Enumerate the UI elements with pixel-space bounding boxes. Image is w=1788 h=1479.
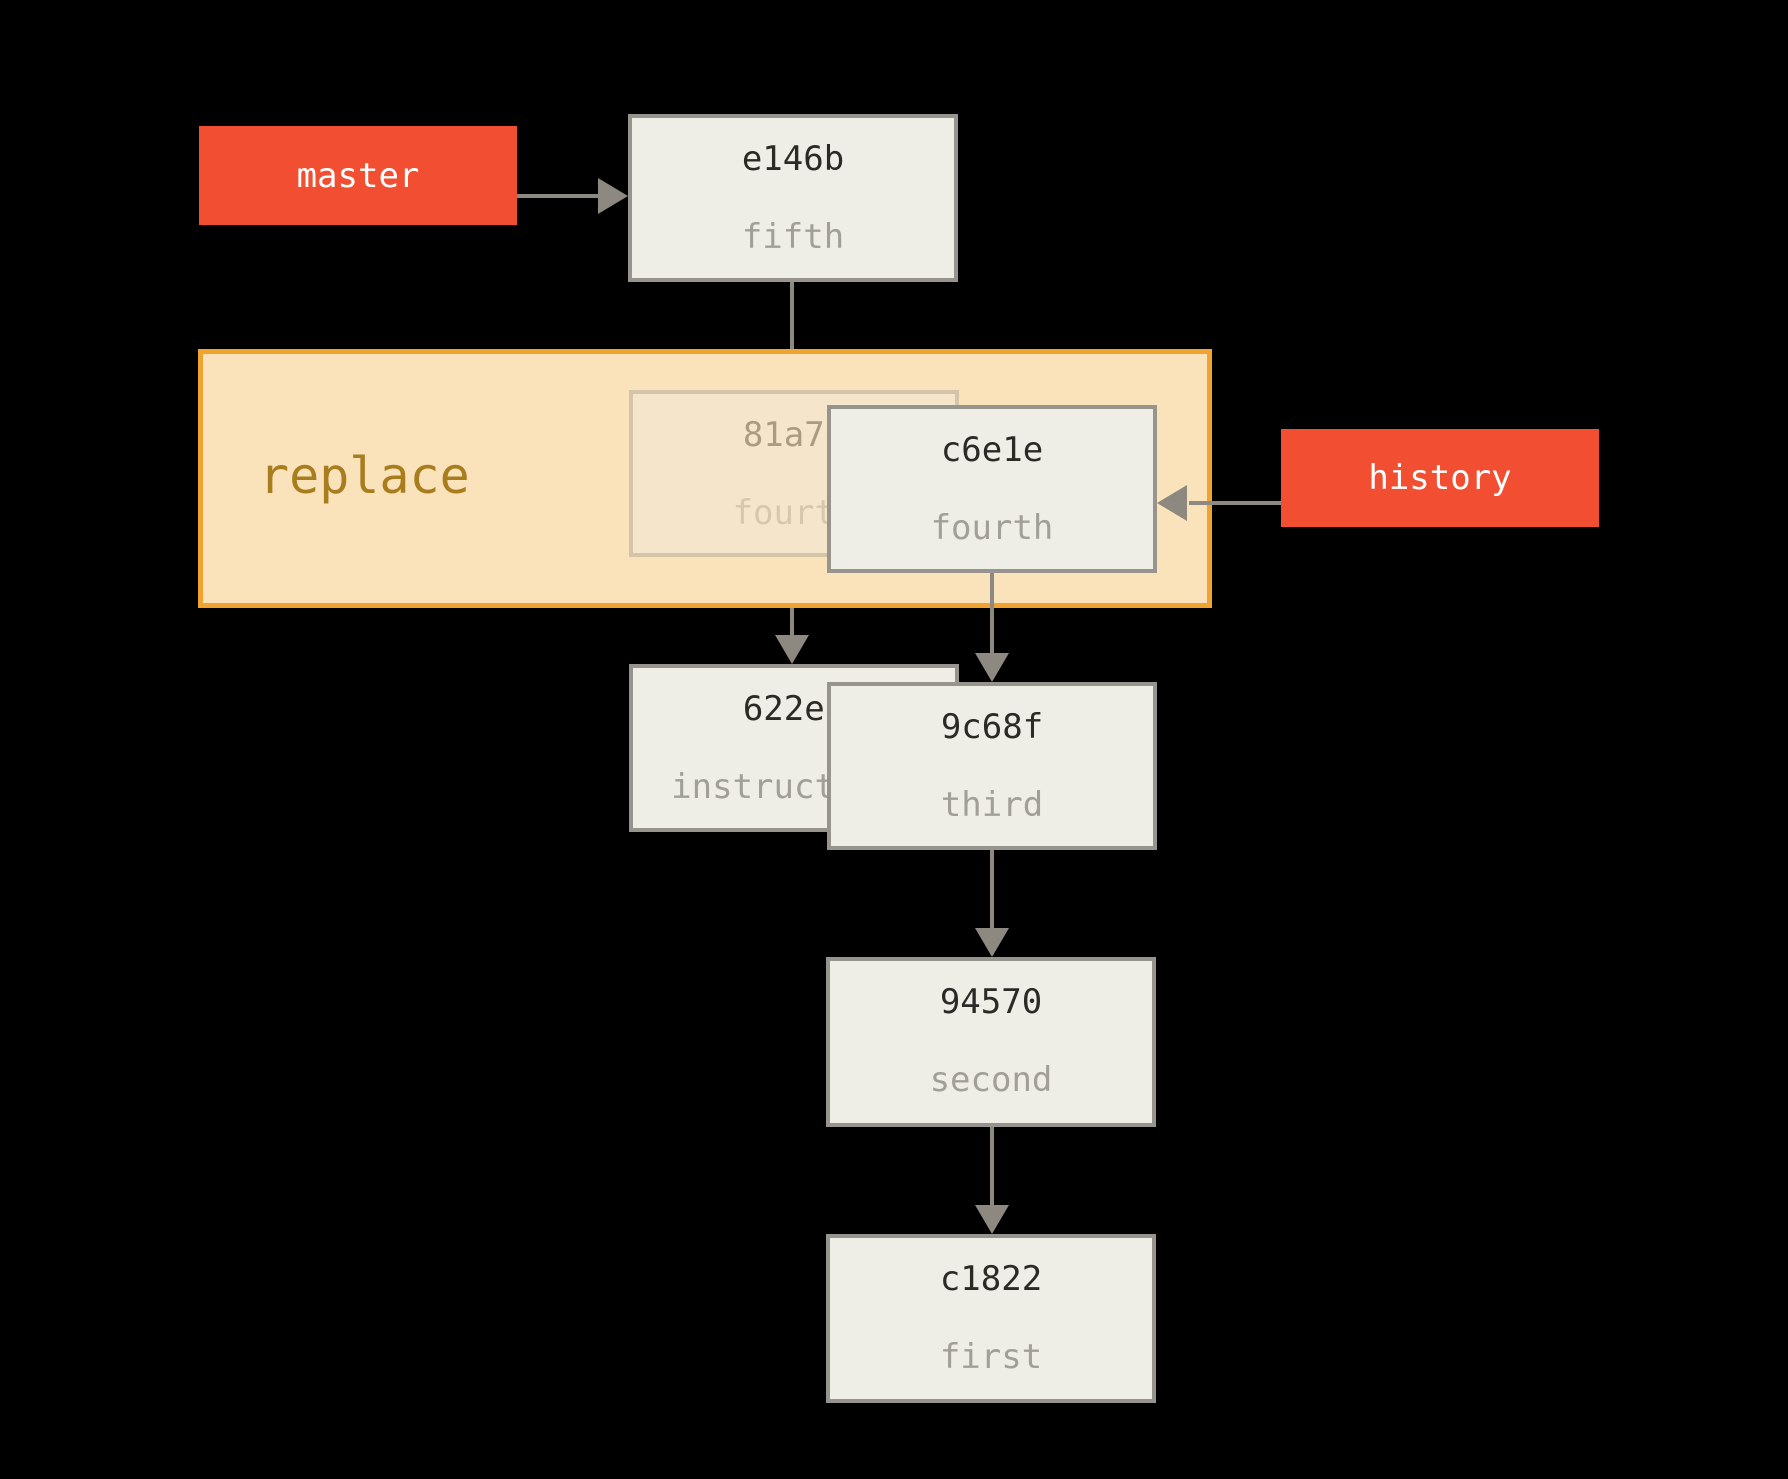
arrow-history-to-c6e1e <box>1189 501 1281 505</box>
commit-hash: 94570 <box>939 982 1043 1022</box>
line-e146b-to-region <box>790 282 794 349</box>
arrowhead-down-icon <box>775 635 809 664</box>
commit-message: fifth <box>741 217 845 257</box>
commit-hash: 9c68f <box>940 707 1044 747</box>
arrow-9c68f-to-94570 <box>990 850 994 929</box>
commit-box-c6e1e: c6e1e fourth <box>827 405 1157 573</box>
arrow-master-to-e146b <box>517 194 600 198</box>
arrowhead-right-icon <box>598 178 628 214</box>
commit-message: third <box>940 785 1044 825</box>
commit-box-94570: 94570 second <box>826 957 1156 1127</box>
arrowhead-down-icon <box>975 928 1009 957</box>
commit-hash: c6e1e <box>940 430 1044 470</box>
replace-region-label: replace <box>259 447 470 505</box>
commit-message: second <box>929 1060 1053 1100</box>
commit-hash: c1822 <box>939 1259 1043 1299</box>
arrow-region-to-622e8 <box>790 608 794 636</box>
branch-label-history-text: history <box>1368 458 1512 498</box>
arrowhead-left-icon <box>1157 485 1187 521</box>
commit-box-9c68f: 9c68f third <box>827 682 1157 850</box>
branch-label-history: history <box>1281 429 1599 527</box>
arrowhead-down-icon <box>975 653 1009 682</box>
arrow-94570-to-c1822 <box>990 1127 994 1206</box>
branch-label-master: master <box>199 126 517 225</box>
branch-label-master-text: master <box>296 155 420 196</box>
commit-message: fourth <box>930 508 1054 548</box>
arrow-c6e1e-to-9c68f <box>990 573 994 655</box>
arrowhead-down-icon <box>975 1205 1009 1234</box>
commit-box-c1822: c1822 first <box>826 1234 1156 1403</box>
commit-message: first <box>939 1337 1043 1377</box>
commit-box-e146b: e146b fifth <box>628 114 958 282</box>
commit-hash: e146b <box>741 139 845 179</box>
